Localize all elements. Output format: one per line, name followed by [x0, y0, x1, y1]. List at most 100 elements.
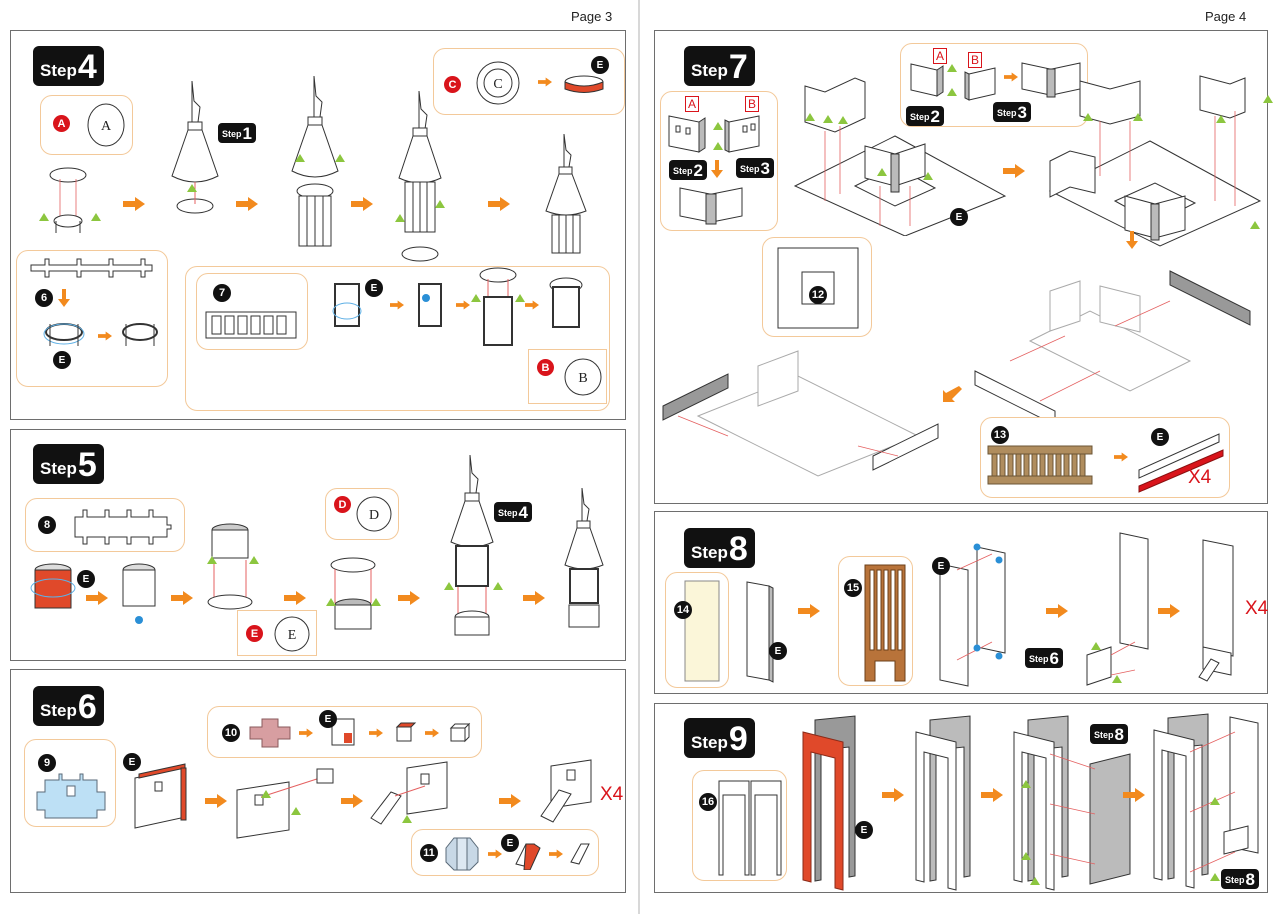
next-arrow [981, 788, 1003, 802]
down-arrow [58, 289, 70, 307]
completed-tower-with-base [561, 485, 609, 635]
piece-16-callout: 16 [692, 770, 787, 881]
part-d-label: D [334, 496, 351, 513]
piece-12-callout: 12 [762, 237, 872, 337]
glue-e-badge: E [53, 351, 71, 369]
next-arrow [98, 331, 112, 341]
strip-piece-6 [29, 257, 154, 283]
multiplier-x4: X4 [1245, 598, 1269, 619]
next-arrow [86, 591, 108, 605]
frame-and-panel-assembly [937, 542, 1017, 692]
part-d-callout: D D [325, 488, 399, 540]
wall-a-piece [666, 108, 716, 158]
piece-13-callout: 13 E X4 [980, 417, 1230, 498]
drum-formed [117, 560, 163, 625]
piece-number-14: 14 [674, 601, 692, 619]
base-plate-four-corners [1040, 66, 1265, 256]
completed-wall-unit [539, 754, 599, 829]
tab-marker [1091, 642, 1101, 650]
ramp-finished [569, 840, 593, 868]
next-arrow [398, 591, 420, 605]
svg-text:D: D [369, 508, 379, 523]
next-arrow [456, 300, 470, 310]
tab-marker [923, 172, 933, 180]
next-arrow [123, 197, 145, 211]
next-arrow [1158, 604, 1180, 618]
wall-b-piece [963, 62, 1003, 106]
tab-marker [371, 598, 381, 606]
wall-a-piece [908, 58, 952, 102]
part-c-label: C [444, 76, 461, 93]
tab-marker [1083, 113, 1093, 121]
cage-strip-piece-7 [204, 304, 302, 346]
piece-8-callout: 8 [25, 498, 185, 552]
colonnade-assembly-left [658, 336, 963, 496]
tab-marker [1021, 852, 1031, 860]
cone-over-cage [286, 71, 346, 271]
disc-e-piece: E [272, 614, 312, 654]
glue-e-badge: E [365, 279, 383, 297]
next-arrow [171, 591, 193, 605]
tab-marker [1210, 797, 1220, 805]
glue-e-badge: E [932, 557, 950, 575]
tab-marker [326, 598, 336, 606]
arch-completed-assembly [1150, 712, 1265, 890]
drum-with-disc-d [327, 555, 379, 640]
page-number: Page 3 [571, 9, 613, 24]
tab-marker [435, 200, 445, 208]
tab-marker [947, 64, 957, 72]
tab-marker [1030, 877, 1040, 885]
piece-number-13: 13 [991, 426, 1009, 444]
next-arrow [549, 849, 563, 859]
tab-marker [947, 88, 957, 96]
ramp-being-glued [514, 838, 542, 870]
glue-e-badge: E [591, 56, 609, 74]
svg-text:E: E [288, 628, 297, 643]
part-b-label: B [537, 359, 554, 376]
tab-marker [713, 142, 723, 150]
base-plate-with-walls [785, 76, 1010, 236]
tab-marker [91, 213, 101, 221]
finished-ring [120, 316, 160, 356]
part-b-tag: B [745, 96, 760, 112]
drum-over-disc [205, 520, 255, 615]
panel-piece-14 [682, 577, 722, 685]
pink-box-piece-10 [248, 717, 292, 749]
wall-strip-piece-8 [71, 505, 181, 547]
piece-10-callout: 10 E [207, 706, 482, 758]
next-arrow [236, 197, 258, 211]
next-arrow [499, 794, 521, 808]
completed-tower [541, 131, 591, 261]
piece-number-9: 9 [38, 754, 56, 772]
tower-over-drum [446, 452, 501, 642]
arch-with-panel [1010, 714, 1140, 892]
tab-marker [823, 115, 833, 123]
ring-being-glued [42, 316, 87, 356]
tab-marker [335, 154, 345, 162]
glue-e-badge: E [77, 570, 95, 588]
next-arrow [488, 197, 510, 211]
piece-7-callout: 7 E B [185, 266, 610, 411]
frame-with-wall-unit [1075, 530, 1165, 690]
next-arrow [369, 728, 383, 738]
next-arrow [798, 604, 820, 618]
multiplier-x4: X4 [1188, 467, 1212, 488]
box-partly-glued [393, 721, 419, 745]
tab-marker [1210, 873, 1220, 881]
tab-marker [395, 214, 405, 222]
glued-wall-piece [129, 760, 199, 830]
